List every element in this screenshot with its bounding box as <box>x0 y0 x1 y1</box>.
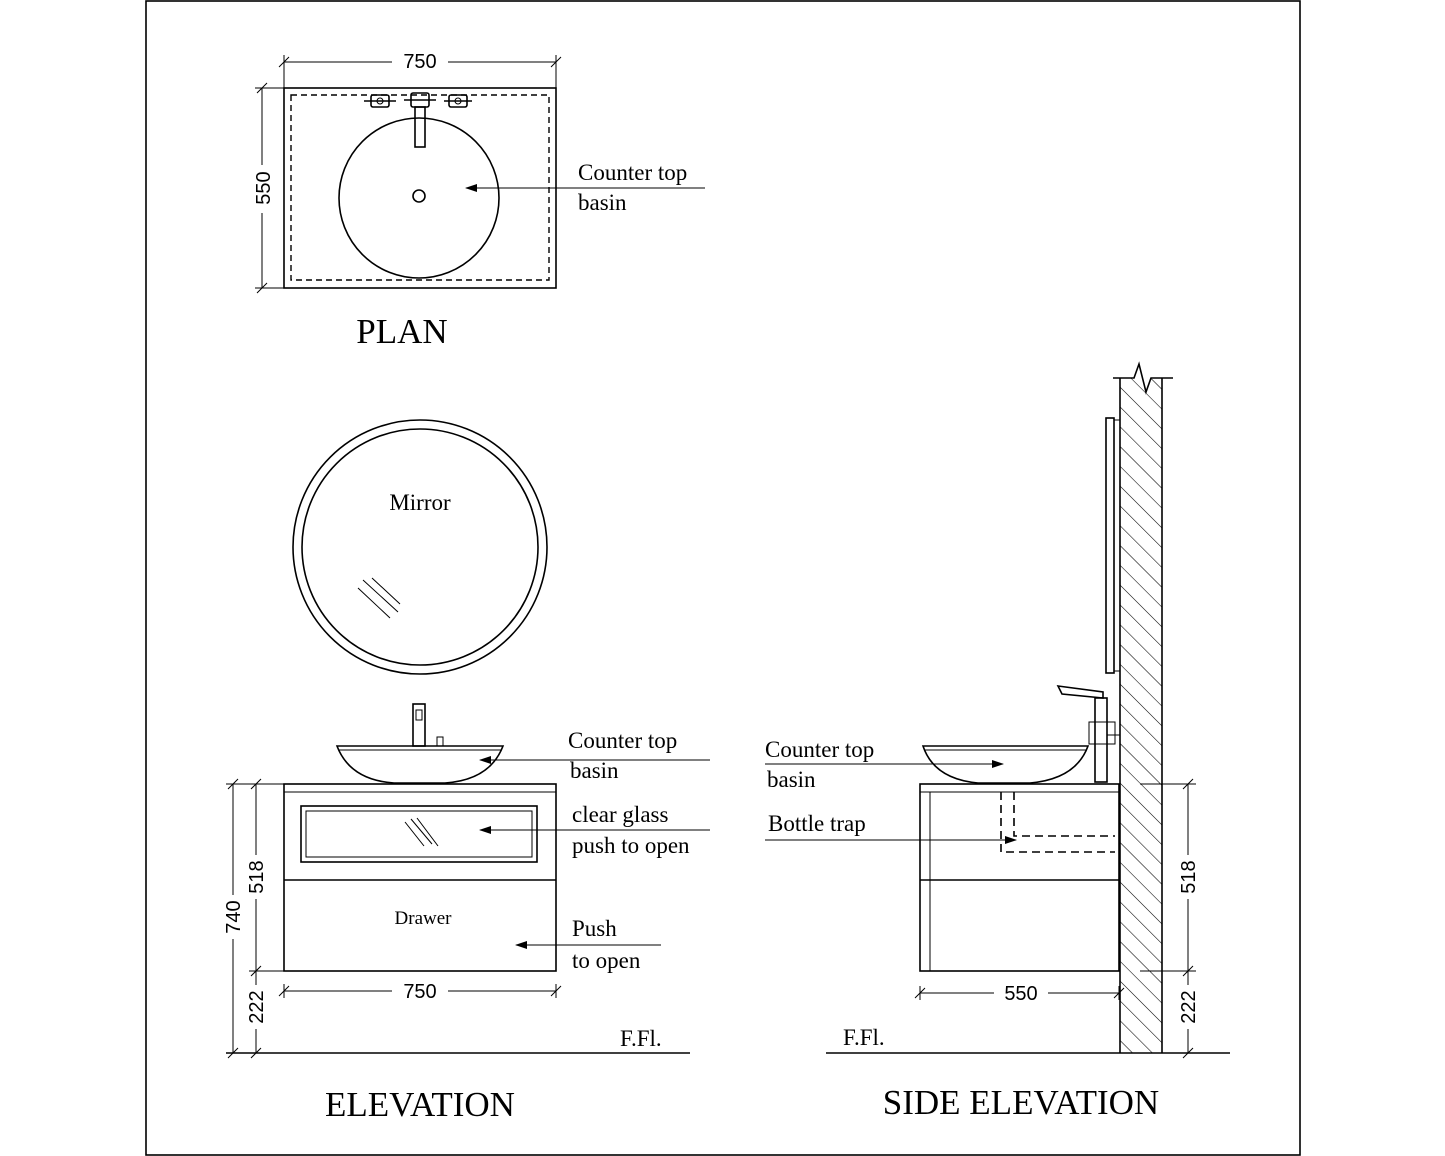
side-cabinet-front-panel <box>919 791 931 972</box>
side-mirror <box>1105 417 1115 674</box>
side-wall-hatch <box>1120 378 1162 1053</box>
glass-reflection-marks <box>404 817 439 847</box>
plan-depth-dimension: 550 <box>251 82 284 294</box>
mirror-outer <box>292 419 548 675</box>
side-height-dimensions: 518 222 <box>1140 778 1230 1059</box>
elevation-glass-label-2: push to open <box>572 833 690 858</box>
mirror-inner <box>301 428 539 666</box>
elevation-basin <box>335 745 505 784</box>
plan-basin-label-1: Counter top <box>578 160 687 185</box>
side-basin-label-1: Counter top <box>765 737 874 762</box>
side-wall-break-line <box>1108 360 1176 395</box>
plan-tap-left <box>364 94 396 108</box>
plan-width-dimension: 750 <box>278 48 562 88</box>
side-trap-label: Bottle trap <box>768 811 866 836</box>
plan-basin-label-2: basin <box>578 190 627 215</box>
plan-view: 750 550 <box>251 48 705 351</box>
elevation-push-label-2: to open <box>572 948 641 973</box>
plan-depth-dim-text: 550 <box>253 171 275 204</box>
elevation-cabinet <box>283 783 557 972</box>
elevation-total-height-text: 740 <box>223 900 245 933</box>
side-basin <box>921 745 1090 784</box>
elevation-height-dimensions: 740 518 222 <box>222 778 284 1059</box>
side-cabinet-height-text: 518 <box>1178 860 1200 893</box>
elevation-glass-label-1: clear glass <box>572 802 668 827</box>
plan-basin-drain <box>412 189 426 203</box>
elevation-title: ELEVATION <box>325 1085 515 1124</box>
elevation-glass-panel-frame <box>300 805 538 863</box>
plan-width-dim-text: 750 <box>403 51 436 73</box>
elevation-faucet <box>412 703 444 747</box>
elevation-floor-label: F.Fl. <box>620 1026 662 1051</box>
side-elevation-view: Counter top basin Bottle trap 518 222 <box>765 360 1230 1122</box>
elevation-view: Mirror Drawer Counter top basin clear gl… <box>222 419 710 1124</box>
elevation-width-dim-text: 750 <box>403 981 436 1003</box>
drawer-label: Drawer <box>395 908 453 929</box>
sheet-border <box>145 0 1301 1156</box>
elevation-cabinet-height-text: 518 <box>246 860 268 893</box>
side-floor-label: F.Fl. <box>843 1025 885 1050</box>
side-elevation-title: SIDE ELEVATION <box>883 1083 1159 1122</box>
side-floor-gap-text: 222 <box>1178 990 1200 1023</box>
side-basin-label-2: basin <box>767 767 816 792</box>
elevation-push-label-1: Push <box>572 916 617 941</box>
plan-basin <box>338 117 500 279</box>
side-depth-dimension: 550 <box>914 981 1125 1005</box>
mirror-label: Mirror <box>389 490 451 515</box>
side-faucet <box>1056 685 1120 783</box>
side-depth-dim-text: 550 <box>1004 983 1037 1005</box>
elevation-basin-label-2: basin <box>570 758 619 783</box>
plan-title: PLAN <box>356 312 447 351</box>
side-cabinet <box>919 783 1120 972</box>
elevation-basin-label-1: Counter top <box>568 728 677 753</box>
mirror-reflection-marks <box>357 577 401 619</box>
side-bottle-trap <box>1000 792 1115 853</box>
elevation-width-dimension: 750 <box>278 978 562 1003</box>
elevation-glass-panel <box>305 810 533 858</box>
plan-tap-right <box>444 94 472 108</box>
plan-tap-center <box>404 92 436 148</box>
elevation-floor-gap-text: 222 <box>246 990 268 1023</box>
